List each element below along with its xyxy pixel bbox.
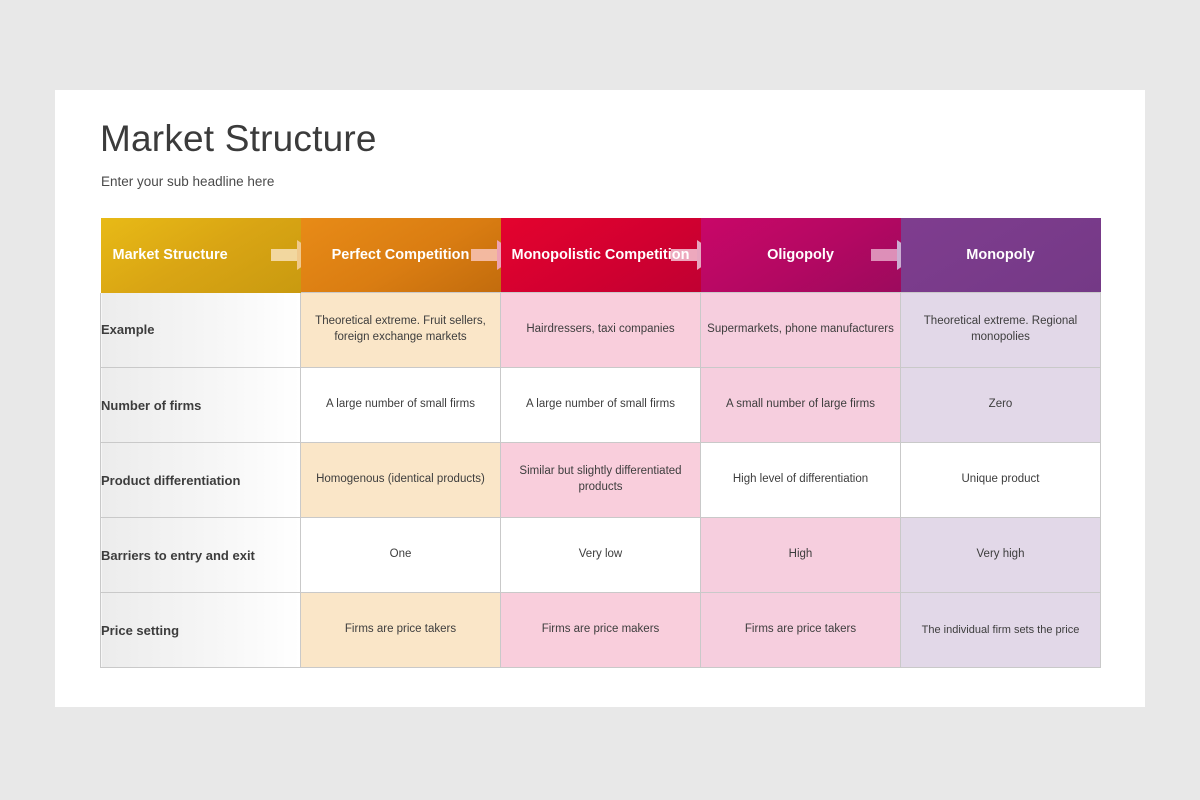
cell-price-setting-monopolistic-competition: Firms are price makers bbox=[500, 592, 701, 668]
row-label-price-setting: Price setting bbox=[100, 592, 301, 668]
cell-number-of-firms-oligopoly: A small number of large firms bbox=[700, 367, 901, 443]
header-cell-monopoly[interactable]: Monopoly bbox=[900, 218, 1101, 293]
cell-example-monopoly: Theoretical extreme. Regional monopolies bbox=[900, 292, 1101, 368]
table-header-row: Market Structure Perfect Competition Mon… bbox=[100, 218, 1101, 293]
market-structure-table: Market Structure Perfect Competition Mon… bbox=[100, 218, 1101, 668]
cell-barriers-perfect-competition: One bbox=[300, 517, 501, 593]
table-row: Barriers to entry and exit One Very low … bbox=[100, 517, 1101, 593]
cell-example-monopolistic-competition: Hairdressers, taxi companies bbox=[500, 292, 701, 368]
cell-price-setting-perfect-competition: Firms are price takers bbox=[300, 592, 501, 668]
row-label-product-differentiation: Product differentiation bbox=[100, 442, 301, 518]
table-row: Example Theoretical extreme. Fruit selle… bbox=[100, 292, 1101, 368]
cell-product-differentiation-oligopoly: High level of differentiation bbox=[700, 442, 901, 518]
header-cell-monopolistic-competition[interactable]: Monopolistic Competition bbox=[500, 218, 701, 293]
cell-number-of-firms-monopolistic-competition: A large number of small firms bbox=[500, 367, 701, 443]
cell-barriers-monopoly: Very high bbox=[900, 517, 1101, 593]
cell-barriers-oligopoly: High bbox=[700, 517, 901, 593]
cell-price-setting-oligopoly: Firms are price takers bbox=[700, 592, 901, 668]
cell-number-of-firms-perfect-competition: A large number of small firms bbox=[300, 367, 501, 443]
header-cell-perfect-competition[interactable]: Perfect Competition bbox=[300, 218, 501, 293]
header-label: Oligopoly bbox=[767, 246, 834, 263]
row-label-example: Example bbox=[100, 292, 301, 368]
table-row: Number of firms A large number of small … bbox=[100, 367, 1101, 443]
header-cell-market-structure[interactable]: Market Structure bbox=[100, 218, 301, 293]
page-subtitle: Enter your sub headline here bbox=[101, 174, 275, 189]
cell-example-oligopoly: Supermarkets, phone manufacturers bbox=[700, 292, 901, 368]
page-title: Market Structure bbox=[100, 118, 377, 159]
row-label-barriers-to-entry-and-exit: Barriers to entry and exit bbox=[100, 517, 301, 593]
header-cell-oligopoly[interactable]: Oligopoly bbox=[700, 218, 901, 293]
cell-barriers-monopolistic-competition: Very low bbox=[500, 517, 701, 593]
cell-price-setting-monopoly: The individual firm sets the price bbox=[900, 592, 1101, 668]
table-row: Price setting Firms are price takers Fir… bbox=[100, 592, 1101, 668]
header-label: Monopolistic Competition bbox=[511, 246, 690, 263]
cell-product-differentiation-monopolistic-competition: Similar but slightly differentiated prod… bbox=[500, 442, 701, 518]
cell-product-differentiation-monopoly: Unique product bbox=[900, 442, 1101, 518]
header-label: Perfect Competition bbox=[331, 246, 470, 263]
cell-product-differentiation-perfect-competition: Homogenous (identical products) bbox=[300, 442, 501, 518]
cell-number-of-firms-monopoly: Zero bbox=[900, 367, 1101, 443]
header-label: Monopoly bbox=[966, 246, 1035, 263]
cell-example-perfect-competition: Theoretical extreme. Fruit sellers, fore… bbox=[300, 292, 501, 368]
table-row: Product differentiation Homogenous (iden… bbox=[100, 442, 1101, 518]
slide-canvas: Market Structure Enter your sub headline… bbox=[55, 90, 1145, 707]
row-label-number-of-firms: Number of firms bbox=[100, 367, 301, 443]
header-label: Market Structure bbox=[112, 247, 228, 264]
